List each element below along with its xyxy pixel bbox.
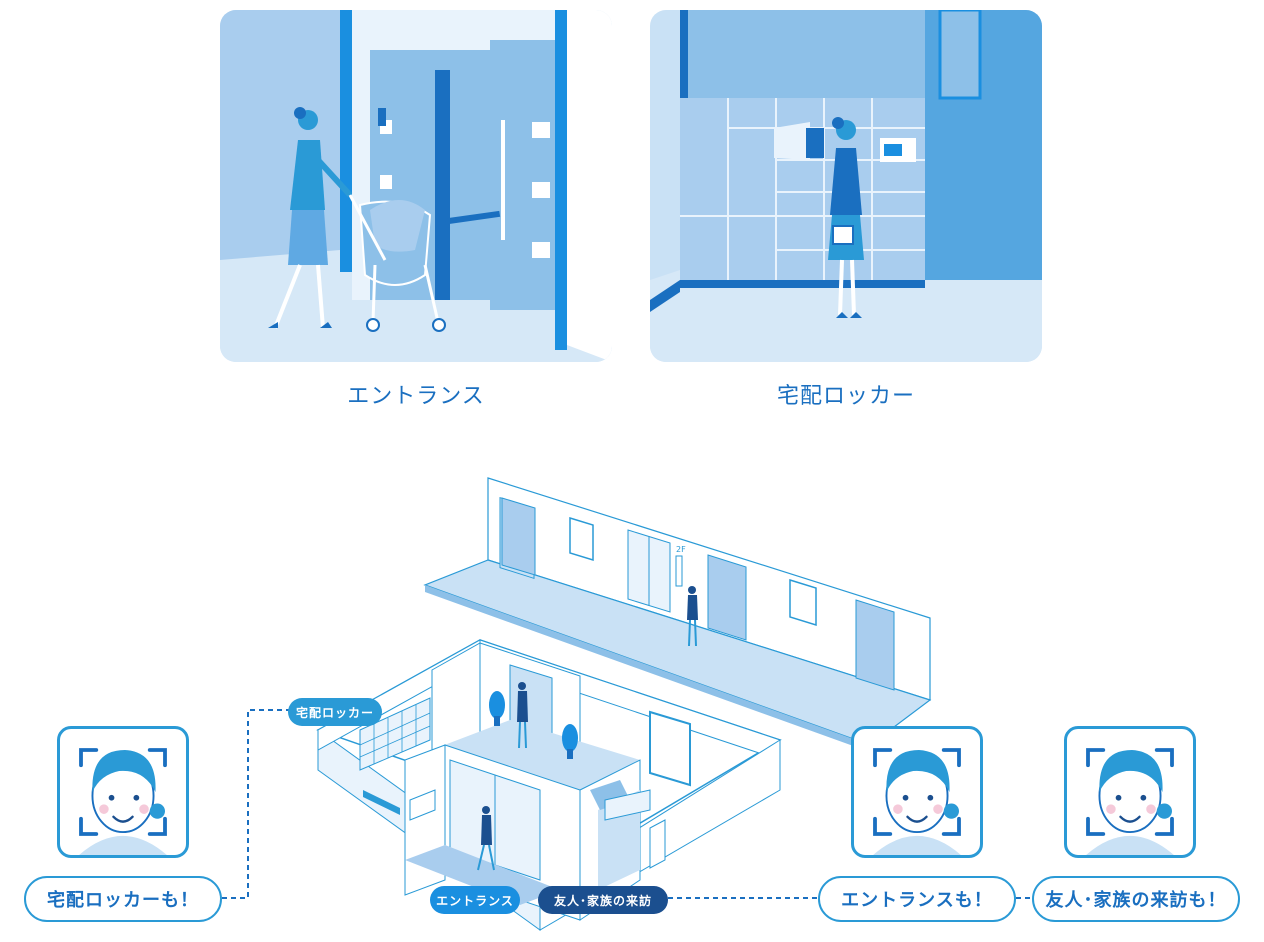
entrance-illustration bbox=[220, 10, 612, 362]
locker-scene bbox=[650, 10, 1042, 362]
label-entrance-too: エントランスも！ bbox=[818, 876, 1016, 922]
face-scan-icon bbox=[873, 748, 961, 855]
label-locker-too: 宅配ロッカーも！ bbox=[24, 876, 222, 922]
face-scan-icon bbox=[79, 748, 167, 855]
caption-locker: 宅配ロッカー bbox=[776, 384, 915, 409]
tag-locker: 宅配ロッカー bbox=[288, 698, 382, 726]
face-recognition-card-entrance bbox=[851, 726, 983, 858]
tag-visit: 友人･家族の来訪 bbox=[538, 886, 668, 914]
face-recognition-card-locker bbox=[57, 726, 189, 858]
caption-entrance: エントランス bbox=[347, 384, 485, 409]
floor-sign-2f: 2F bbox=[676, 545, 686, 554]
second-floor-corridor: 2F bbox=[423, 477, 932, 752]
face-recognition-card-visit bbox=[1064, 726, 1196, 858]
label-visit-too: 友人･家族の来訪も！ bbox=[1032, 876, 1240, 922]
face-scan-icon bbox=[1086, 748, 1174, 855]
locker-illustration bbox=[650, 10, 1042, 362]
connector-lines bbox=[222, 709, 1032, 899]
tag-entrance: エントランス bbox=[430, 886, 520, 914]
entrance-scene bbox=[220, 10, 612, 362]
first-floor-building bbox=[316, 639, 782, 931]
